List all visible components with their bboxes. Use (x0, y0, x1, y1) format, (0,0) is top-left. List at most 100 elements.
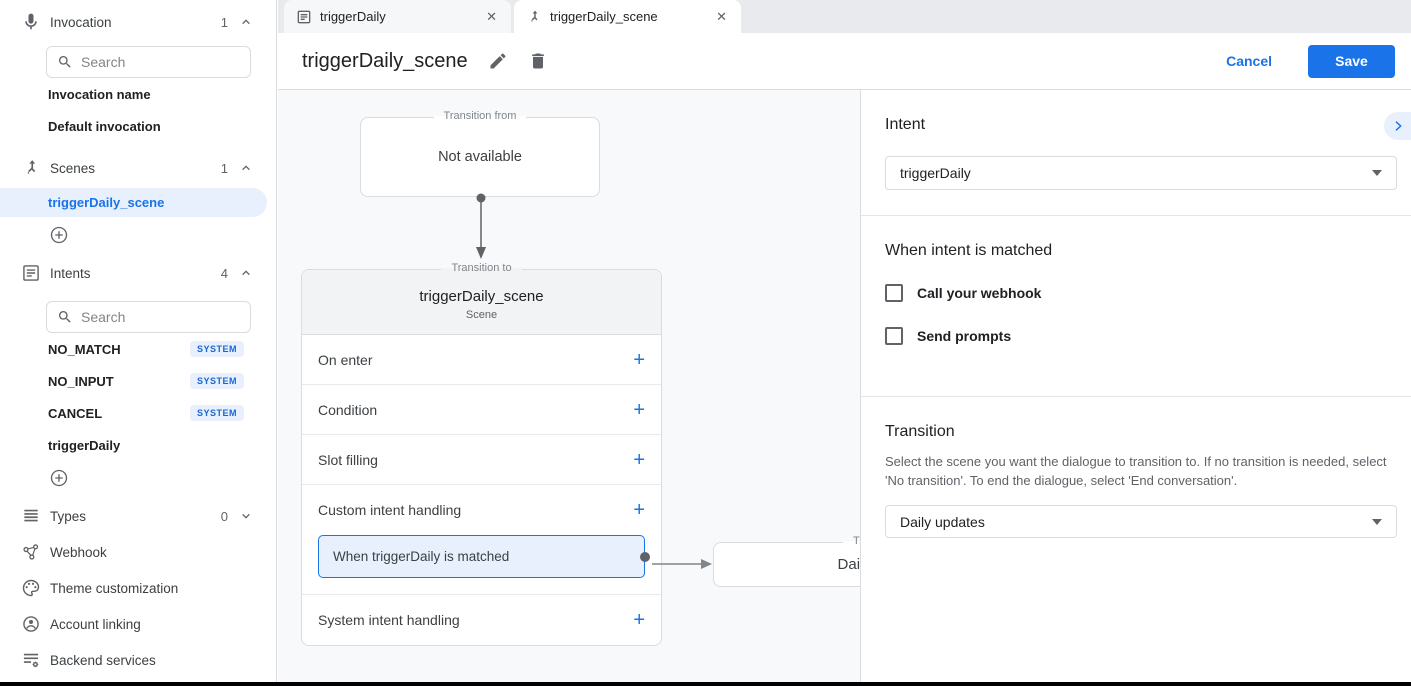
sidebar-section-types[interactable]: Types 0 (0, 502, 276, 530)
intent-select[interactable]: triggerDaily (885, 156, 1397, 190)
custom-intent-handling-header[interactable]: Custom intent handling + (302, 485, 661, 535)
row-on-enter[interactable]: On enter + (302, 335, 661, 385)
row-label: Slot filling (318, 451, 378, 468)
item-label: NO_MATCH (48, 341, 121, 357)
row-slot-filling[interactable]: Slot filling + (302, 435, 661, 485)
sidebar-section-theme[interactable]: Theme customization (0, 574, 276, 602)
save-button[interactable]: Save (1308, 44, 1395, 78)
row-system-intent-handling[interactable]: System intent handling + (302, 595, 661, 645)
search-icon (59, 311, 71, 323)
item-label: CANCEL (48, 405, 103, 421)
close-tab-icon[interactable]: ✕ (716, 8, 727, 24)
add-custom-intent-button[interactable]: + (633, 499, 645, 521)
item-label: triggerDaily_scene (48, 195, 165, 210)
invocation-search[interactable] (46, 46, 251, 78)
add-intent-button[interactable] (49, 468, 69, 488)
sidebar-section-intents[interactable]: Intents 4 (0, 259, 276, 287)
close-tab-icon[interactable]: ✕ (486, 8, 497, 24)
intents-search[interactable] (46, 301, 251, 333)
invocation-search-input[interactable] (81, 54, 221, 70)
add-condition-button[interactable]: + (633, 398, 645, 421)
row-label: System intent handling (318, 612, 460, 628)
item-label: Invocation name (48, 86, 151, 102)
box-legend: Transition to (714, 535, 860, 547)
sidebar-section-backend-services[interactable]: Backend services (0, 646, 276, 674)
send-prompts-option[interactable]: Send prompts (885, 327, 1411, 345)
sidebar-item-triggerdaily-scene[interactable]: triggerDaily_scene (0, 188, 267, 217)
down-arrow-connector (476, 193, 486, 259)
add-scene-button[interactable] (49, 225, 69, 245)
section-label: Webhook (50, 544, 107, 560)
chevron-up-icon (242, 270, 250, 276)
intent-handler-when-triggerdaily-matched[interactable]: When triggerDaily is matched (318, 535, 650, 578)
transition-select-value: Daily updates (900, 513, 985, 530)
intent-properties-panel: Intent triggerDaily When intent is match… (860, 90, 1411, 682)
checkbox-label: Send prompts (917, 328, 1012, 344)
scene-diagram-canvas[interactable]: Transition from Not available Transition… (278, 90, 860, 682)
call-webhook-option[interactable]: Call your webhook (885, 284, 1411, 302)
types-icon (20, 505, 42, 527)
checkbox-call-webhook[interactable] (885, 284, 903, 302)
row-custom-intent-handling: Custom intent handling + When triggerDai… (302, 485, 661, 595)
delete-icon[interactable] (528, 51, 548, 71)
panel-divider (861, 215, 1411, 216)
row-label: On enter (318, 351, 373, 368)
collapse-panel-button[interactable] (1384, 112, 1411, 140)
sidebar-section-webhook[interactable]: Webhook (0, 538, 276, 566)
handler-label: When triggerDaily is matched (333, 549, 510, 564)
intent-icon (297, 10, 311, 23)
transition-from-text: Not available (438, 149, 522, 165)
transition-from-box[interactable]: Transition from Not available (360, 110, 600, 197)
account-icon (20, 613, 42, 635)
section-count: 4 (220, 265, 228, 281)
add-system-intent-button[interactable]: + (633, 609, 645, 631)
cancel-button[interactable]: Cancel (1226, 53, 1272, 69)
section-label: Account linking (50, 616, 141, 632)
intents-search-input[interactable] (81, 309, 221, 325)
item-label: NO_INPUT (48, 373, 114, 389)
system-badge: SYSTEM (189, 341, 244, 357)
dropdown-caret-icon (1372, 518, 1382, 525)
sidebar-item-triggerdaily-intent[interactable]: triggerDaily (0, 429, 276, 461)
tab-triggerdaily[interactable]: triggerDaily ✕ (284, 0, 511, 33)
add-on-enter-button[interactable]: + (633, 348, 645, 371)
tab-triggerdaily-scene[interactable]: triggerDaily_scene ✕ (514, 0, 741, 33)
section-label: Backend services (50, 652, 156, 668)
row-condition[interactable]: Condition + (302, 385, 661, 435)
transition-select[interactable]: Daily updates (885, 505, 1397, 538)
editor-content: Transition from Not available Transition… (278, 90, 1411, 682)
checkbox-label: Call your webhook (917, 285, 1042, 301)
bottom-black-bar (0, 682, 1411, 686)
checkbox-send-prompts[interactable] (885, 327, 903, 345)
microphone-icon (20, 11, 42, 33)
transition-target-box[interactable]: Transition to Daily updates (713, 535, 860, 587)
sidebar: Invocation 1 Invocation name Default inv… (0, 0, 277, 682)
edit-icon[interactable] (488, 51, 508, 71)
add-slot-filling-button[interactable]: + (633, 448, 645, 471)
scene-card-header: triggerDaily_scene Scene (302, 270, 661, 335)
transition-heading: Transition (885, 423, 955, 440)
sidebar-item-no-input[interactable]: NO_INPUT SYSTEM (0, 365, 276, 397)
sidebar-item-no-match[interactable]: NO_MATCH SYSTEM (0, 333, 276, 365)
system-badge: SYSTEM (189, 405, 244, 421)
sidebar-section-invocation[interactable]: Invocation 1 (0, 8, 276, 36)
box-legend: Transition from (361, 110, 599, 122)
scene-card: Transition to triggerDaily_scene Scene O… (301, 262, 662, 646)
when-matched-heading: When intent is matched (885, 242, 1053, 259)
sidebar-item-cancel-intent[interactable]: CANCEL SYSTEM (0, 397, 276, 429)
panel-divider (861, 396, 1411, 397)
dropdown-caret-icon (1372, 170, 1382, 176)
palette-icon (20, 577, 42, 599)
sidebar-section-scenes[interactable]: Scenes 1 (0, 154, 276, 182)
row-label: Custom intent handling (318, 502, 462, 518)
section-label: Intents (50, 265, 91, 281)
tab-label: triggerDaily_scene (550, 9, 658, 24)
sidebar-section-account-linking[interactable]: Account linking (0, 610, 276, 638)
section-count: 0 (220, 508, 228, 524)
sidebar-item-invocation-name[interactable]: Invocation name (0, 78, 276, 110)
sidebar-item-default-invocation[interactable]: Default invocation (0, 110, 276, 142)
transition-description: Select the scene you want the dialogue t… (885, 454, 1387, 488)
section-label: Theme customization (50, 580, 179, 596)
system-badge: SYSTEM (189, 373, 244, 389)
